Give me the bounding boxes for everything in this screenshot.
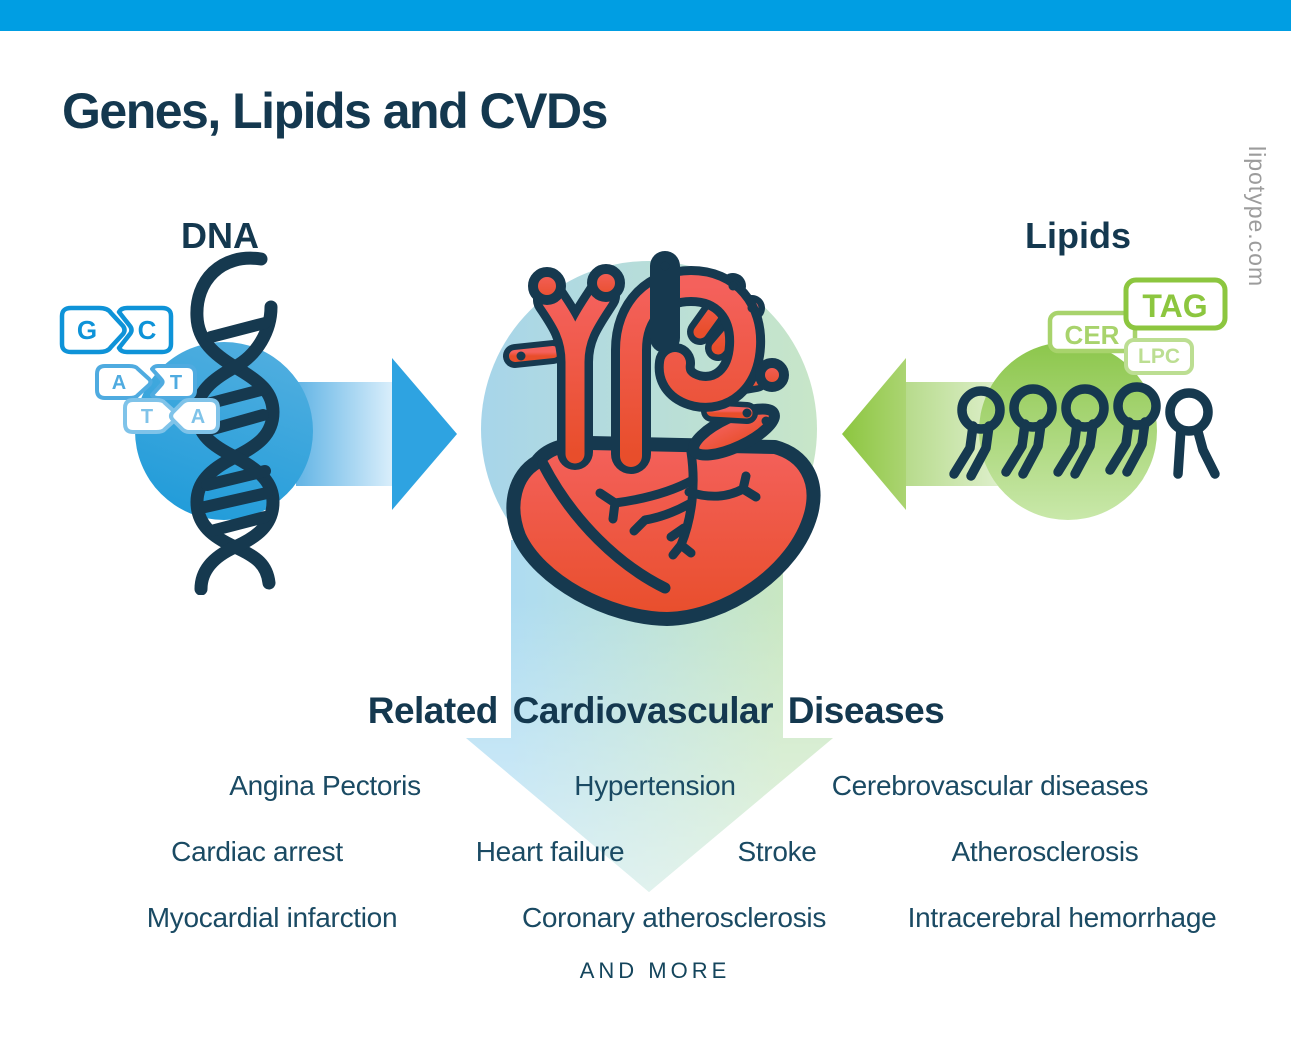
disease-cardiac-arrest: Cardiac arrest: [171, 836, 343, 867]
disease-intracerebral-hemorrhage: Intracerebral hemorrhage: [907, 902, 1217, 933]
lipid-class-tags: CER LPC TAG: [1047, 277, 1228, 375]
disease-hypertension: Hypertension: [574, 770, 736, 801]
disease-cerebrovascular: Cerebrovascular diseases: [831, 770, 1149, 801]
diseases-more-label: AND MORE: [579, 958, 731, 983]
nucleotide-tag-t2: [123, 398, 180, 434]
lipid-tag-lpc-label: LPC: [1138, 345, 1180, 368]
disease-heart-failure: Heart failure: [475, 836, 625, 867]
disease-coronary-atherosclerosis: Coronary atherosclerosis: [521, 902, 827, 933]
nucleotide-letter: A: [112, 372, 126, 394]
lipid-tag-cer: [1047, 310, 1138, 354]
nucleotide-letter: C: [138, 315, 157, 345]
arrow-right-icon: [296, 358, 457, 510]
nucleotide-tags: G C A T T A: [59, 305, 220, 434]
lipids-label: Lipids: [1025, 215, 1131, 256]
lipid-tag-tag-label: TAG: [1142, 288, 1207, 324]
page-title: Genes, Lipids and CVDs: [62, 83, 608, 139]
lipid-tag-tag: [1123, 277, 1228, 331]
lipid-tag-lpc: [1124, 338, 1194, 375]
coronary-artery: [595, 447, 761, 560]
lipid-molecules-icon: [949, 382, 1220, 481]
nucleotide-tag-c: [116, 305, 174, 355]
heart-icon: [503, 251, 821, 626]
lipid-tag-cer-label: CER: [1065, 320, 1120, 350]
nucleotide-letter: T: [141, 406, 153, 428]
arrow-down-icon: [466, 540, 833, 892]
dna-helix-icon: [190, 251, 280, 595]
nucleotide-tag-a1: [95, 364, 153, 400]
dna-label: DNA: [181, 215, 259, 256]
nucleotide-letter: A: [191, 406, 205, 428]
diseases-heading: Related Cardiovascular Diseases: [367, 690, 945, 731]
nucleotide-tag-t1: [150, 364, 197, 400]
disease-atherosclerosis: Atherosclerosis: [951, 836, 1139, 867]
watermark-lipotype: lipotype.com: [1244, 146, 1270, 288]
nucleotide-tag-a2: [169, 398, 220, 434]
nucleotide-tag-g: [59, 305, 127, 355]
disease-stroke: Stroke: [737, 836, 817, 867]
disease-myocardial-infarction: Myocardial infarction: [146, 902, 398, 933]
nucleotide-letter: G: [77, 315, 97, 345]
disease-angina-pectoris: Angina Pectoris: [229, 770, 421, 801]
top-accent-bar: [0, 0, 1291, 31]
nucleotide-letter: T: [170, 372, 182, 394]
